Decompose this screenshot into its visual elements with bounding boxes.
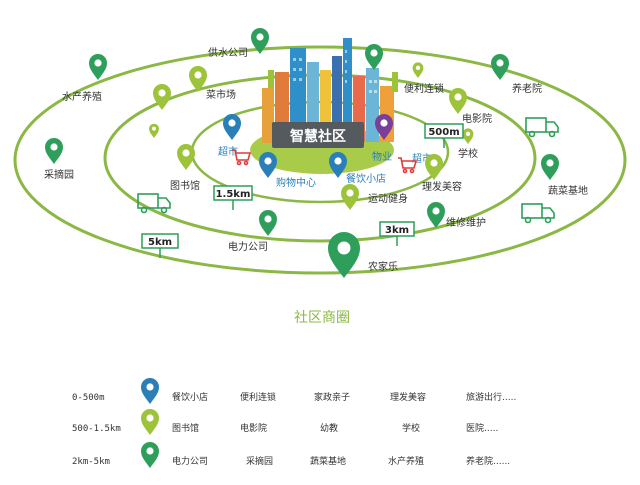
- map-pin-icon: [223, 114, 241, 140]
- legend-item: 蔬菜基地: [310, 455, 346, 467]
- map-pin-icon: [427, 202, 445, 228]
- legend-item: 采摘园: [246, 455, 273, 467]
- legend-item: 便利连锁: [240, 391, 276, 403]
- legend-item: 图书馆: [172, 422, 199, 434]
- outer-label-vegetable: 蔬菜基地: [548, 184, 588, 197]
- outer-label-elderly: 养老院: [512, 82, 542, 95]
- legend-item: 旅游出行.....: [466, 391, 516, 403]
- middle-label-fitness: 运动健身: [368, 192, 408, 205]
- map-pin-icon: [149, 123, 159, 138]
- diagram-caption: 社区商圈: [294, 310, 350, 326]
- outer-ring: [13, 45, 627, 275]
- outer-label-orchard: 采摘园: [44, 168, 74, 181]
- middle-label-cinema: 电影院: [462, 112, 492, 125]
- distance-label: 500m: [428, 127, 459, 138]
- map-pin-icon: [462, 128, 474, 144]
- legend-item: 幼教: [320, 422, 338, 434]
- city-skyline: [262, 38, 398, 143]
- legend-row: 2km-5km 电力公司 采摘园 蔬菜基地 水产养殖 养老院......: [72, 442, 510, 468]
- middle-label-market: 菜市场: [206, 88, 236, 101]
- map-pin-icon: [491, 54, 509, 80]
- truck-icon: [525, 117, 559, 138]
- outer-label-aquaculture: 水产养殖: [62, 90, 102, 103]
- inner-label-property: 物业: [372, 150, 392, 163]
- middle-label-repair: 维修维护: [446, 216, 486, 229]
- distance-label: 3km: [385, 225, 409, 236]
- map-pin-icon: [141, 442, 159, 468]
- outer-label-water: 供水公司: [208, 46, 248, 59]
- legend: 0-500m 餐饮小店 便利连锁 家政亲子 理发美容 旅游出行..... 500…: [72, 378, 516, 468]
- legend-item: 学校: [402, 422, 420, 434]
- center-title-box: 智慧社区: [272, 122, 364, 148]
- map-pin-icon: [365, 44, 383, 70]
- truck-icon: [521, 203, 555, 224]
- middle-label-salon: 理发美容: [422, 180, 462, 193]
- legend-item: 理发美容: [390, 391, 426, 403]
- distance-sign-5km: 5km: [141, 233, 179, 258]
- legend-range: 2km-5km: [72, 457, 110, 467]
- legend-item: 养老院......: [466, 455, 510, 467]
- outer-label-farm: 农家乐: [368, 260, 398, 273]
- distance-label: 5km: [148, 237, 172, 248]
- outer-ring-items: 供水公司 水产养殖 养老院 采摘园 蔬菜基地 电力公司 农家乐: [44, 28, 588, 278]
- inner-label-shopping-mall: 购物中心: [276, 176, 316, 189]
- outer-label-power: 电力公司: [228, 240, 268, 253]
- map-pin-icon: [412, 62, 424, 78]
- legend-item: 电力公司: [172, 455, 208, 467]
- legend-item: 医院.....: [466, 422, 498, 434]
- distance-sign-1.5km: 1.5km: [213, 185, 253, 210]
- legend-item: 家政亲子: [314, 391, 350, 403]
- middle-label-school: 学校: [458, 147, 478, 160]
- distance-sign-500m: 500m: [424, 123, 464, 148]
- map-pin-icon: [341, 184, 359, 210]
- legend-range: 500-1.5km: [72, 424, 121, 434]
- map-pin-icon: [141, 378, 159, 404]
- map-pin-icon: [541, 154, 559, 180]
- legend-range: 0-500m: [72, 393, 105, 403]
- map-pin-icon: [259, 210, 277, 236]
- map-pin-icon: [329, 152, 347, 178]
- map-pin-icon: [449, 88, 467, 114]
- legend-item: 电影院: [240, 422, 267, 434]
- map-pin-icon: [89, 54, 107, 80]
- legend-item: 餐饮小店: [172, 391, 208, 403]
- map-pin-icon: [141, 409, 159, 435]
- inner-label-supermarket-left: 超市: [218, 145, 238, 158]
- legend-row: 0-500m 餐饮小店 便利连锁 家政亲子 理发美容 旅游出行.....: [72, 378, 516, 404]
- map-pin-icon: [259, 152, 277, 178]
- middle-label-library: 图书馆: [170, 179, 200, 192]
- distance-label: 1.5km: [216, 189, 251, 200]
- distance-signs: 500m 1.5km 5km 3km: [141, 123, 464, 258]
- map-pin-icon: [45, 138, 63, 164]
- map-pin-icon: [177, 144, 195, 170]
- middle-label-convenience: 便利连锁: [404, 82, 444, 95]
- distance-sign-3km: 3km: [379, 221, 415, 246]
- legend-row: 500-1.5km 图书馆 电影院 幼教 学校 医院.....: [72, 409, 498, 435]
- center-title: 智慧社区: [289, 128, 346, 145]
- legend-item: 水产养殖: [388, 455, 424, 467]
- middle-ring-items: 菜市场 便利连锁 电影院 学校 理发美容 运动健身 维修维护 图书馆: [149, 62, 492, 229]
- inner-label-restaurant: 餐饮小店: [346, 172, 386, 185]
- map-pin-icon: [425, 154, 443, 180]
